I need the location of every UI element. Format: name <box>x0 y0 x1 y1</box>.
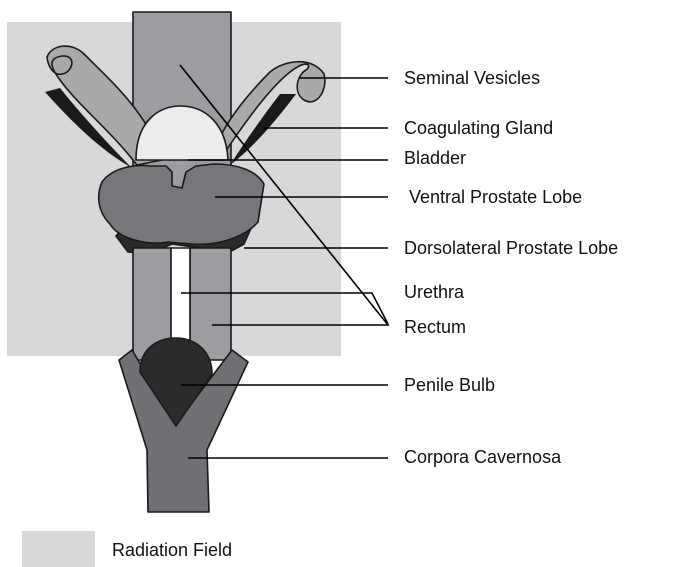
label-seminal-vesicles: Seminal Vesicles <box>404 68 540 88</box>
label-penile-bulb: Penile Bulb <box>404 375 495 395</box>
label-urethra: Urethra <box>404 282 465 302</box>
label-corpora-cavernosa: Corpora Cavernosa <box>404 447 562 467</box>
legend-label-radiation-field: Radiation Field <box>112 540 232 560</box>
label-bladder: Bladder <box>404 148 466 168</box>
label-rectum: Rectum <box>404 317 466 337</box>
label-ventral-prostate-lobe: Ventral Prostate Lobe <box>409 187 582 207</box>
label-dorsolateral-prostate-lobe: Dorsolateral Prostate Lobe <box>404 238 618 258</box>
label-coagulating-gland: Coagulating Gland <box>404 118 553 138</box>
legend-swatch-radiation-field <box>22 531 95 567</box>
